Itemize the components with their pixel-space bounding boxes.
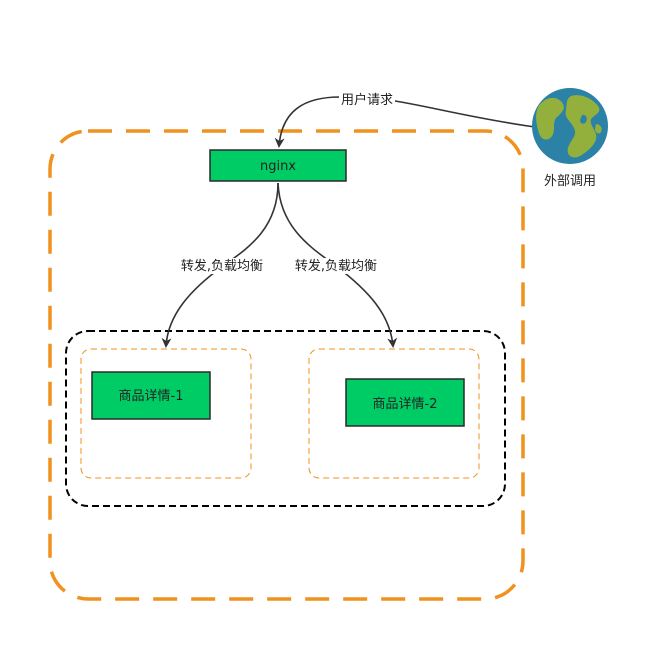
service2-container <box>308 348 480 479</box>
service1-box <box>91 371 211 420</box>
forward-left-label: 转发,负载均衡 <box>181 258 263 274</box>
nginx-box <box>209 149 347 182</box>
globe-label: 外部调用 <box>544 174 596 189</box>
globe-icon <box>532 88 608 164</box>
service-group-container <box>65 330 506 507</box>
service2-box <box>345 378 465 427</box>
user-request-edge <box>274 96 536 148</box>
nginx-label: nginx <box>260 159 296 174</box>
service1-container <box>80 348 252 479</box>
user-request-label: 用户请求 <box>341 92 393 108</box>
forward-right-label: 转发,负载均衡 <box>295 258 377 274</box>
service1-label: 商品详情-1 <box>119 389 184 404</box>
service2-label: 商品详情-2 <box>373 397 438 412</box>
forward-right-label-bg <box>295 258 378 274</box>
service1-node[interactable]: 商品详情-1 <box>91 371 211 420</box>
user-request-label-bg <box>339 91 395 107</box>
outer-container <box>48 129 525 601</box>
nginx-node[interactable]: nginx <box>209 149 347 182</box>
forward-left-label-bg <box>181 258 264 274</box>
service2-node[interactable]: 商品详情-2 <box>345 378 465 427</box>
